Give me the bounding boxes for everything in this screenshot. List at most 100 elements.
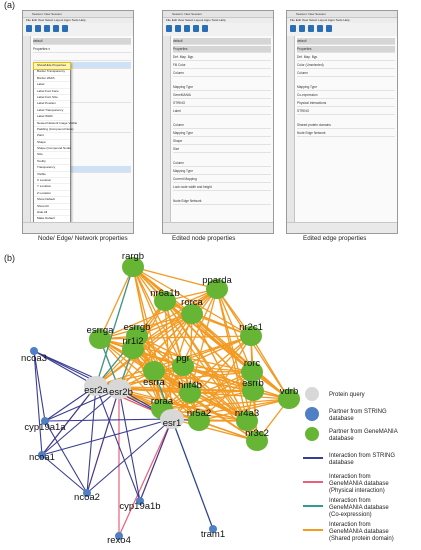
node-esr2a[interactable]: esr2a [84,376,109,396]
menu-view[interactable]: View [301,18,309,22]
node-tram1[interactable]: tram1 [201,525,225,540]
node-ncoa3[interactable]: ncoa3 [21,347,47,364]
dropdown-item[interactable]: Border Transparency [34,69,70,76]
property-row[interactable]: Def. Map. Byp. [297,54,395,61]
node-nr4a3[interactable]: nr4a3 [235,408,259,431]
menu-layout[interactable]: Layout [318,18,328,22]
property-row[interactable]: Node Edge Network [297,130,395,137]
node-cyp19a1b[interactable]: cyp19a1b [119,497,161,512]
dropdown-item[interactable]: Label Font Face [34,89,70,95]
dropdown-item[interactable]: Label [34,82,70,89]
node-cyp19a1a[interactable]: cyp19a1a [24,417,66,433]
property-row[interactable]: GeneMANIA [173,92,271,99]
menu-select[interactable]: Select [309,18,318,22]
node-nr3c2[interactable]: nr3c2 [245,428,269,451]
dropdown-item[interactable]: Size [34,152,70,159]
property-row[interactable]: Properties [173,46,271,53]
menu-layout[interactable]: Layout [54,18,64,22]
menu-apps[interactable]: Apps [63,18,71,22]
menu-tools[interactable]: Tools [335,18,343,22]
property-row[interactable]: Def. Map. Byp. [173,54,271,61]
panel-tabs[interactable] [163,222,273,233]
network-icon[interactable] [193,25,199,32]
property-row[interactable]: Lock node width and height [173,184,271,191]
node-esrra[interactable]: esrra [143,361,166,388]
style-selector[interactable]: default [297,38,395,45]
property-row[interactable]: Column [173,122,271,129]
menu-layout[interactable]: Layout [194,18,204,22]
dropdown-item[interactable]: Shape (Compound Node) [34,146,71,153]
menu-help[interactable]: Help [343,18,350,22]
menu-apps[interactable]: Apps [203,18,211,22]
property-row[interactable]: Shared protein domains [297,122,395,129]
property-row[interactable]: Size [173,146,271,153]
dropdown-item[interactable]: Padding (Compound Node) [34,127,74,134]
property-row[interactable]: Column [173,160,271,167]
panel-tabs[interactable] [287,222,397,233]
node-nr2c1[interactable]: nr2c1 [239,322,263,346]
table-icon[interactable] [326,25,332,32]
menu-file[interactable]: File [166,18,171,22]
node-rargb[interactable]: rargb [122,251,144,277]
dropdown-item[interactable]: Shape [34,140,70,147]
menu-tools[interactable]: Tools [211,18,219,22]
dropdown-item[interactable]: Hide All [34,210,70,217]
dropdown-item[interactable]: Show/Hide Properties [33,61,71,71]
property-row[interactable]: Fill Color [173,62,271,69]
panel-tabs[interactable] [23,222,133,233]
open-icon[interactable] [166,25,172,32]
property-row[interactable]: Mapping Type [173,84,271,91]
node-rorc[interactable]: rorc [241,358,263,382]
menu-edit[interactable]: Edit [295,18,301,22]
node-nr1i2[interactable]: nr1i2 [122,336,144,359]
node-nr5a2[interactable]: nr5a2 [187,408,211,431]
node-rexo4[interactable]: rexo4 [107,532,131,546]
property-row[interactable]: Physical Interactions [297,100,395,107]
property-row[interactable]: Shape [173,138,271,145]
property-row[interactable]: Mapping Type [297,84,395,91]
node-ppardb[interactable]: pparda [202,275,233,299]
node-esr1[interactable]: esr1 [160,409,184,429]
open-icon[interactable] [290,25,296,32]
property-row[interactable]: Column [173,70,271,77]
property-row[interactable]: Mapping Type [173,130,271,137]
import-icon[interactable] [184,25,190,32]
save-icon[interactable] [299,25,305,32]
menu-view[interactable]: View [177,18,185,22]
style-selector[interactable]: default [33,38,131,45]
node-esrrga[interactable]: esrrga [87,325,115,349]
menu-help[interactable]: Help [79,18,86,22]
menu-select[interactable]: Select [45,18,54,22]
node-ncoa2[interactable]: ncoa2 [74,489,100,503]
style-selector[interactable]: default [173,38,271,45]
table-icon[interactable] [62,25,68,32]
network-icon[interactable] [317,25,323,32]
node-vdrb[interactable]: vdrb [278,386,300,409]
dropdown-item[interactable]: Show All [34,204,70,210]
property-row[interactable]: Color (Unselected) [297,62,395,69]
dropdown-item[interactable]: Nested Network Image Visible [34,121,77,127]
dropdown-item[interactable]: Y Location [34,184,70,191]
menu-view[interactable]: View [37,18,45,22]
menu-tools[interactable]: Tools [71,18,79,22]
control-panel-tabs[interactable] [23,36,31,233]
menu-file[interactable]: File [26,18,31,22]
table-icon[interactable] [202,25,208,32]
dropdown-item[interactable]: Border Width [34,76,70,83]
property-row[interactable]: Properties [297,46,395,53]
menu-edit[interactable]: Edit [171,18,177,22]
open-icon[interactable] [26,25,32,32]
dropdown-item[interactable]: Show Default [34,197,70,204]
menu-edit[interactable]: Edit [31,18,37,22]
property-row[interactable]: Node Edge Network [173,198,271,205]
control-panel-tabs[interactable] [163,36,171,233]
node-rorca[interactable]: rorca [181,297,204,324]
dropdown-item[interactable]: Label Transparency [34,108,70,115]
save-icon[interactable] [175,25,181,32]
menu-select[interactable]: Select [185,18,194,22]
property-row[interactable]: Column [297,70,395,77]
dropdown-item[interactable]: Tooltip [34,159,70,166]
node-hnf4b[interactable]: hnf4b [178,380,202,403]
control-panel-tabs[interactable] [287,36,295,233]
